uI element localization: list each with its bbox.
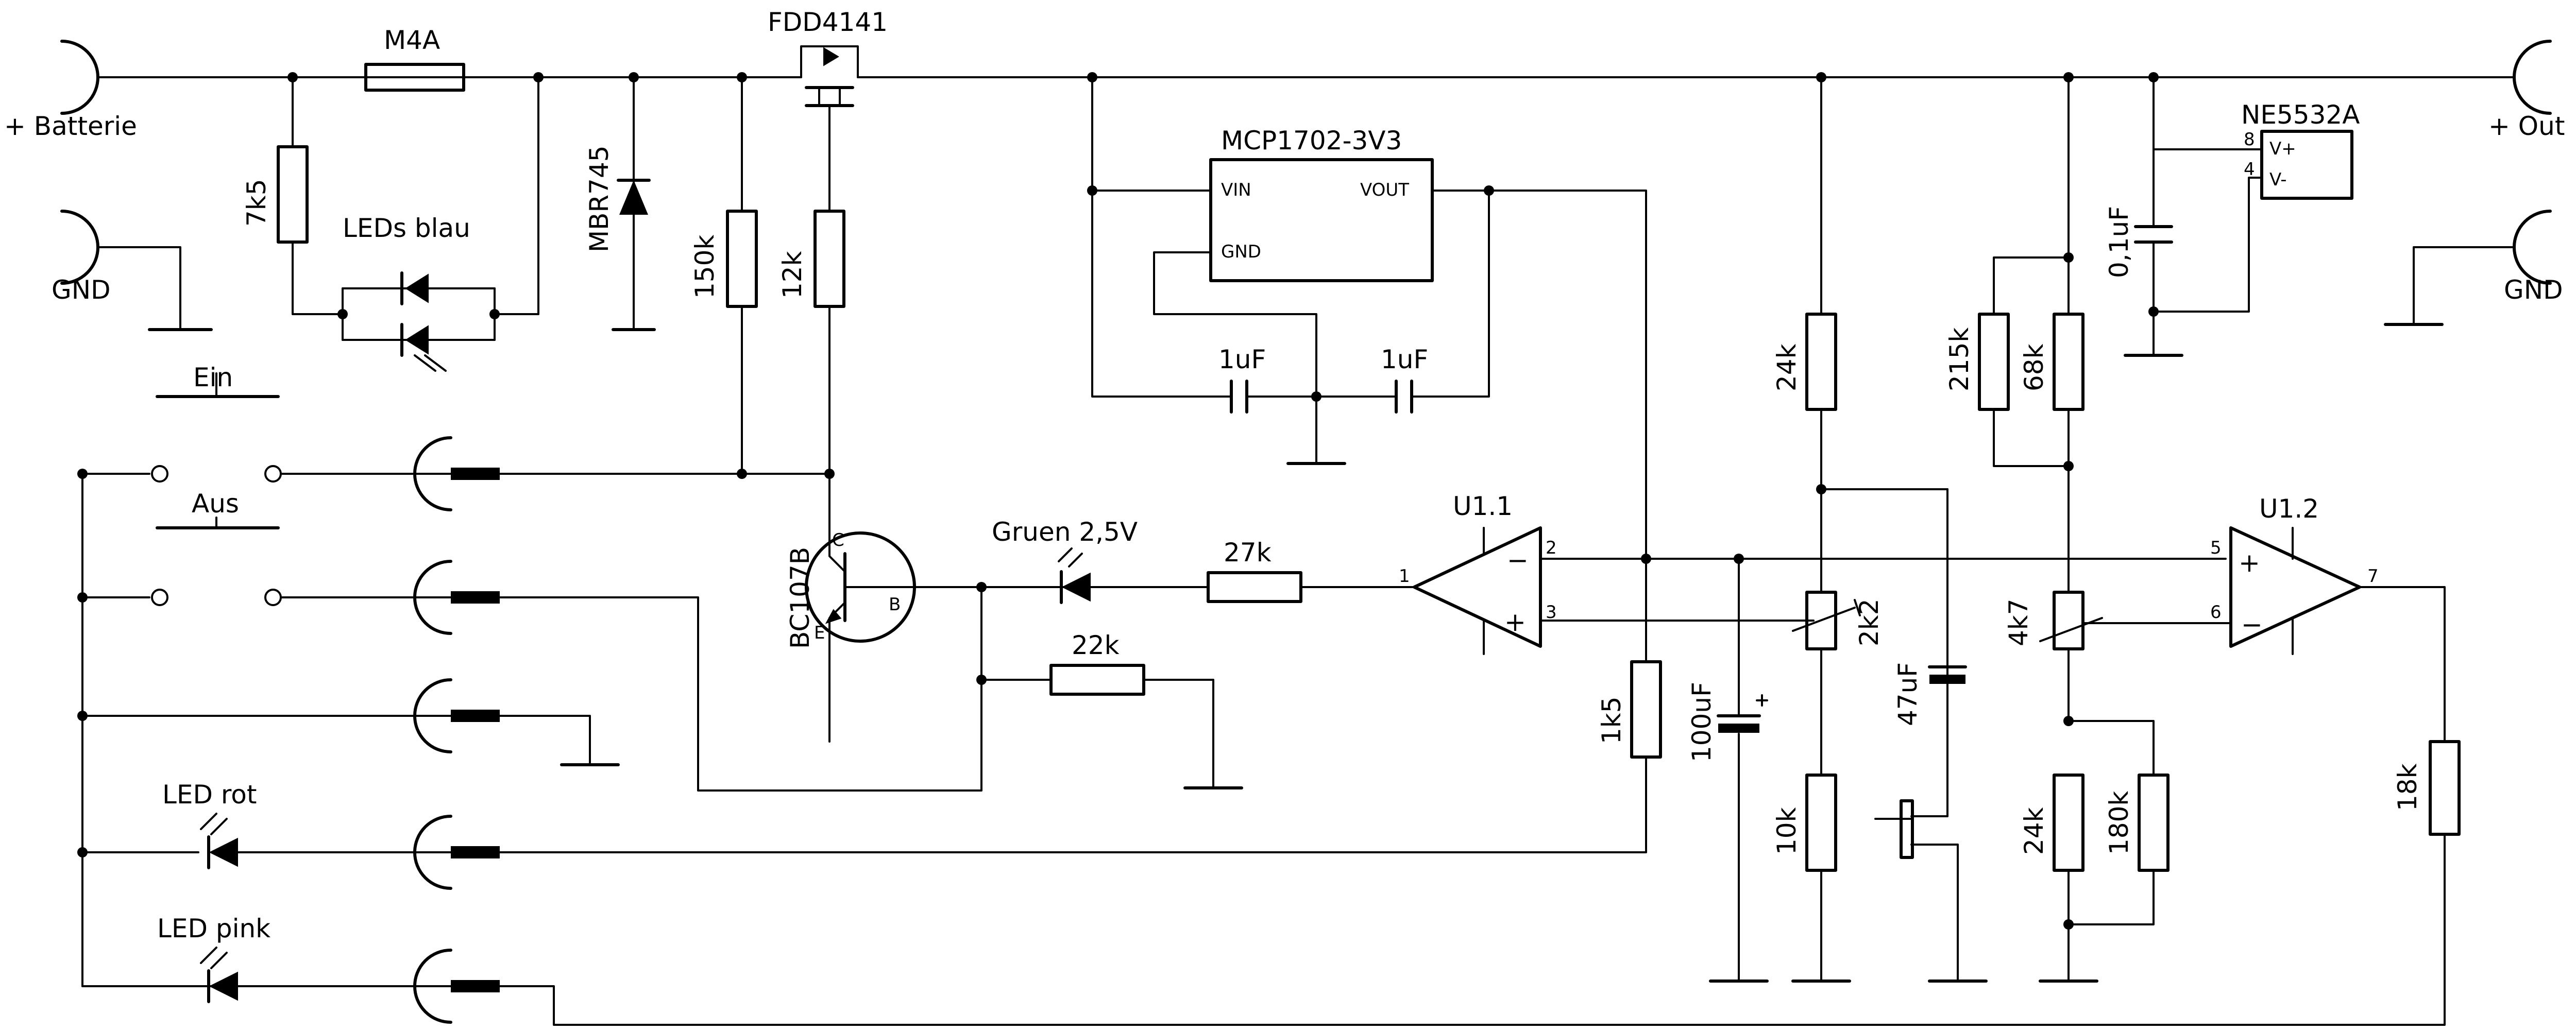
r-1k5-label: 1k5 (1597, 696, 1626, 744)
pin-8-label: 8 (2244, 129, 2255, 150)
r-18k-label: 18k (2393, 763, 2422, 811)
diode-mbr745 (612, 76, 656, 331)
led-green (980, 547, 1209, 604)
r-27k-label: 27k (1224, 538, 1272, 568)
r-10k-label: 10k (1772, 807, 1802, 855)
switch-aus-label: Aus (192, 489, 239, 519)
c-47uf-label: 47uF (1893, 662, 1923, 726)
led-red-label: LED rot (162, 780, 257, 810)
u1-1-pin3: 3 (1546, 602, 1557, 623)
c-1uf-b-label: 1uF (1381, 345, 1428, 374)
c-100uf-label: 100uF (1687, 682, 1717, 762)
pin-4-label: 4 (2244, 159, 2255, 180)
u1-1-label: U1.1 (1453, 491, 1513, 521)
cap-0-1uf (2124, 76, 2263, 357)
diode-label: MBR745 (584, 145, 614, 252)
resistor-1k5 (1630, 558, 1662, 759)
resistor-150k (726, 76, 758, 475)
u1-2-plus: + (2239, 548, 2260, 578)
r-24k-bot-label: 24k (2019, 807, 2049, 855)
junction-dots (77, 72, 2159, 930)
u1-2-pin5: 5 (2210, 538, 2222, 558)
resistor-24k-top (1805, 76, 1837, 593)
jack-2[interactable] (413, 560, 982, 792)
r-150k-label: 150k (690, 235, 720, 299)
tr-c-label: C (832, 530, 844, 551)
jumper[interactable] (1874, 799, 1988, 983)
regulator-mcp1702 (1091, 76, 1647, 560)
out-plus-label: + Out (2488, 111, 2565, 141)
transistor-bc107b (805, 519, 982, 743)
switch-ein[interactable] (151, 372, 452, 483)
led-pink (200, 947, 452, 1003)
u1-2-pin7: 7 (2367, 566, 2379, 587)
jack-4[interactable] (413, 756, 1647, 890)
u1-2-pin6: 6 (2210, 602, 2222, 623)
r-12k-label: 12k (777, 251, 807, 299)
gnd-left-label: GND (52, 275, 111, 305)
pot-4k7-label: 4k7 (2004, 598, 2033, 646)
mosfet-label: FDD4141 (768, 7, 888, 37)
regulator-label: MCP1702-3V3 (1221, 126, 1402, 156)
u1-1-plus: + (1504, 607, 1526, 637)
battery-plus-label: + Batterie (4, 111, 137, 141)
c-01uf-label: 0,1uF (2104, 206, 2134, 278)
opamp-u1-1 (1413, 526, 2227, 655)
switch-ein-label: Ein (193, 363, 233, 392)
resistor-27k (1207, 571, 1415, 603)
leds-blue-label: LEDs blau (343, 213, 470, 243)
reg-vin-label: VIN (1221, 180, 1251, 200)
c-1uf-a-label: 1uF (1218, 345, 1266, 374)
r-215k-label: 215k (1944, 328, 1974, 391)
u1-2-label: U1.2 (2259, 494, 2319, 524)
opamp-chip-label: NE5532A (2241, 100, 2360, 130)
fuse-label: M4A (384, 25, 440, 55)
pin-vminus-label: V- (2269, 169, 2287, 190)
jack-1[interactable] (413, 436, 831, 511)
resistor-22k (980, 586, 1243, 789)
reg-vout-label: VOUT (1360, 180, 1409, 200)
pot-2k2 (1792, 488, 1948, 817)
transistor-label: BC107B (785, 547, 815, 649)
pot-4k7 (2039, 591, 2232, 722)
resistor-7k5 (277, 76, 344, 315)
opamp-power-block (2260, 130, 2353, 200)
u1-1-pin1: 1 (1399, 566, 1410, 587)
left-bus (81, 473, 452, 987)
pot-2k2-label: 2k2 (1854, 598, 1884, 646)
resistors-24k-180k (2039, 720, 2170, 983)
jack-3[interactable] (413, 678, 620, 766)
resistor-18k (2429, 740, 2461, 836)
r-68k-label: 68k (2019, 343, 2049, 391)
switch-aus[interactable] (151, 517, 452, 606)
mosfet-fdd4141 (800, 45, 859, 138)
fuse (364, 63, 465, 92)
r-22k-label: 22k (1072, 630, 1120, 660)
gnd-left-connector[interactable] (60, 210, 213, 331)
tr-e-label: E (814, 623, 825, 643)
cap-47uf (1928, 488, 1967, 694)
out-plus-connector[interactable] (2513, 40, 2552, 115)
r-180k-label: 180k (2104, 791, 2134, 855)
led-green-label: Gruen 2,5V (992, 517, 1138, 547)
r-7k5-label: 7k5 (242, 179, 272, 227)
gnd-right-connector[interactable] (2384, 210, 2552, 326)
reg-gnd-label: GND (1221, 242, 1261, 262)
resistors-215k-68k (1978, 76, 2084, 593)
u1-2-minus: − (2241, 610, 2263, 640)
u1-1-pin2: 2 (1546, 538, 1557, 558)
led-red (200, 813, 452, 869)
u1-1-minus: − (1507, 545, 1529, 575)
tr-b-label: B (889, 594, 901, 615)
cap-100uf (1709, 558, 1769, 983)
led-pink-label: LED pink (157, 914, 270, 943)
pin-vplus-label: V+ (2269, 139, 2296, 159)
resistor-12k (814, 135, 845, 521)
battery-plus-connector[interactable] (60, 40, 99, 115)
resistor-10k (1791, 774, 1851, 983)
r-24k-top-label: 24k (1772, 343, 1802, 391)
gnd-right-label: GND (2504, 275, 2563, 305)
opamp-u1-2 (2229, 526, 2446, 743)
